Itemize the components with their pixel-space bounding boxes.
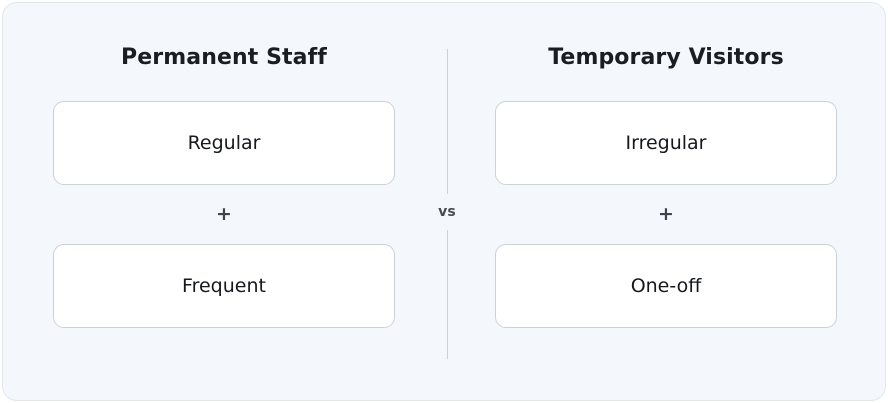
column-permanent-staff: Permanent Staff Regular + Frequent	[3, 3, 445, 402]
plus-icon-left: +	[216, 203, 232, 225]
card-label-left-bottom: Frequent	[182, 274, 266, 297]
plus-icon-right: +	[658, 203, 674, 225]
card-left-bottom[interactable]: Frequent	[53, 244, 395, 328]
divider-line-top	[446, 49, 448, 194]
card-right-bottom[interactable]: One-off	[495, 244, 837, 328]
comparison-columns: Permanent Staff Regular + Frequent Tempo…	[3, 3, 887, 402]
card-left-top[interactable]: Regular	[53, 101, 395, 185]
card-label-right-bottom: One-off	[630, 274, 702, 297]
card-label-right-top: Irregular	[625, 131, 707, 154]
vs-divider: vs	[438, 49, 456, 359]
column-title-left: Permanent Staff	[121, 45, 327, 70]
column-temporary-visitors: Temporary Visitors Irregular + One-off	[445, 3, 887, 402]
card-right-top[interactable]: Irregular	[495, 101, 837, 185]
divider-line-bottom	[446, 230, 448, 359]
card-label-left-top: Regular	[187, 131, 261, 154]
column-title-right: Temporary Visitors	[548, 45, 784, 70]
vs-label: vs	[438, 204, 456, 220]
